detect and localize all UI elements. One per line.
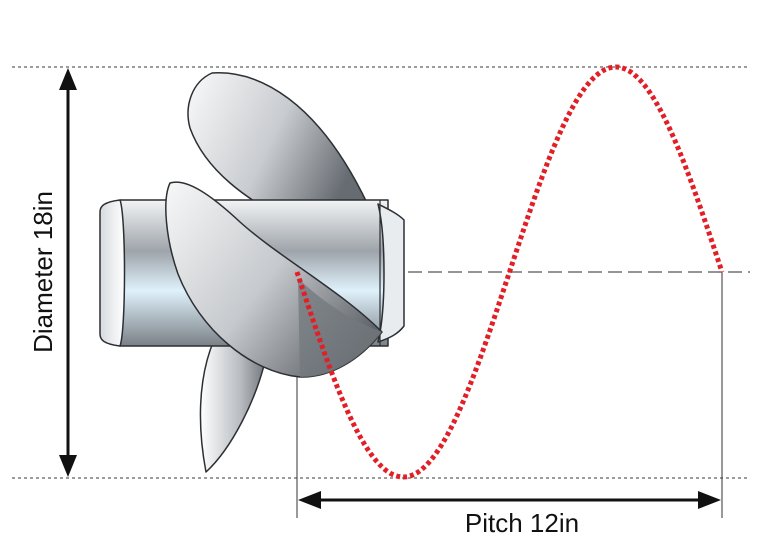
propeller-illustration bbox=[99, 72, 405, 473]
pitch-arrow bbox=[298, 491, 721, 509]
diameter-label: Diameter 18in bbox=[28, 191, 58, 353]
propeller-hub-front-ring bbox=[377, 203, 405, 343]
pitch-label: Pitch 12in bbox=[465, 508, 579, 538]
pitch-helix-curve bbox=[294, 64, 725, 480]
propeller-hub-rear-ring bbox=[99, 199, 126, 347]
diameter-arrow bbox=[59, 68, 77, 477]
